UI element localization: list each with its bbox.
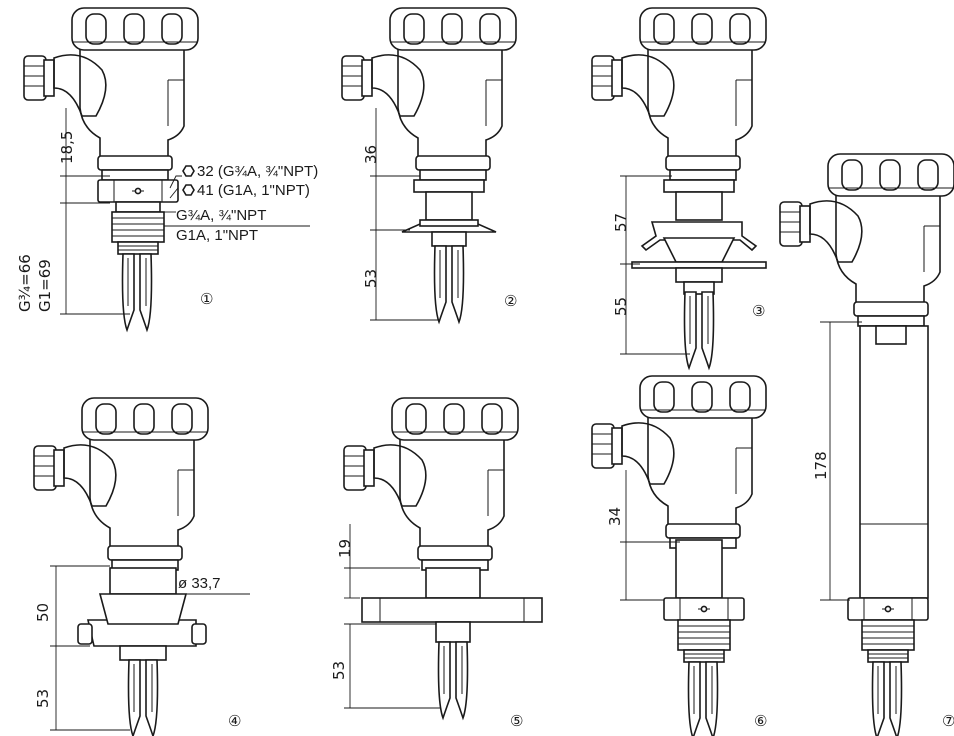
dim-53: 53 [34,689,52,708]
variant-2: 36 53 ② [341,7,517,323]
note-hex41: 41 (G1A, 1"NPT) [197,182,310,199]
dim-178: 178 [812,451,830,480]
note-thread-1: G1A, 1"NPT [176,227,258,244]
dim-57: 57 [612,213,630,232]
dim-53: 53 [362,269,380,288]
variant-7: 178 ⑦ [779,153,954,736]
variant-marker: ⑦ [942,712,954,730]
variant-marker: ⑥ [754,712,767,730]
dim-36: 36 [362,145,380,164]
dim-g1-69: G1=69 [36,259,54,312]
variant-5: 19 53 ⑤ [330,397,543,730]
variant-marker: ① [200,290,213,308]
dim-53: 53 [330,661,348,680]
variant-4: ø 33,7 50 53 ④ [33,397,250,736]
dim-50: 50 [34,603,52,622]
variant-marker: ③ [752,302,765,320]
variant-6: 34 ⑥ [591,375,767,736]
hexagon-icon [182,184,195,196]
dim-18-5: 18,5 [58,131,76,164]
variant-marker: ② [504,292,517,310]
note-diameter: ø 33,7 [178,575,221,592]
dim-34: 34 [606,507,624,526]
note-thread-34: G¾A, ¾"NPT [176,207,266,224]
hexagon-icon [182,165,195,177]
variant-1: 18,5 G¾=66 G1=69 32 (G¾A, ¾"NPT) 41 (G1A… [16,7,318,331]
variant-marker: ⑤ [510,712,523,730]
dim-19: 19 [336,539,354,558]
variant-3: 57 55 ③ [591,7,767,369]
variant-marker: ④ [228,712,241,730]
dim-g34-66: G¾=66 [16,254,34,312]
note-hex32: 32 (G¾A, ¾"NPT) [197,163,318,180]
dim-55: 55 [612,297,630,316]
